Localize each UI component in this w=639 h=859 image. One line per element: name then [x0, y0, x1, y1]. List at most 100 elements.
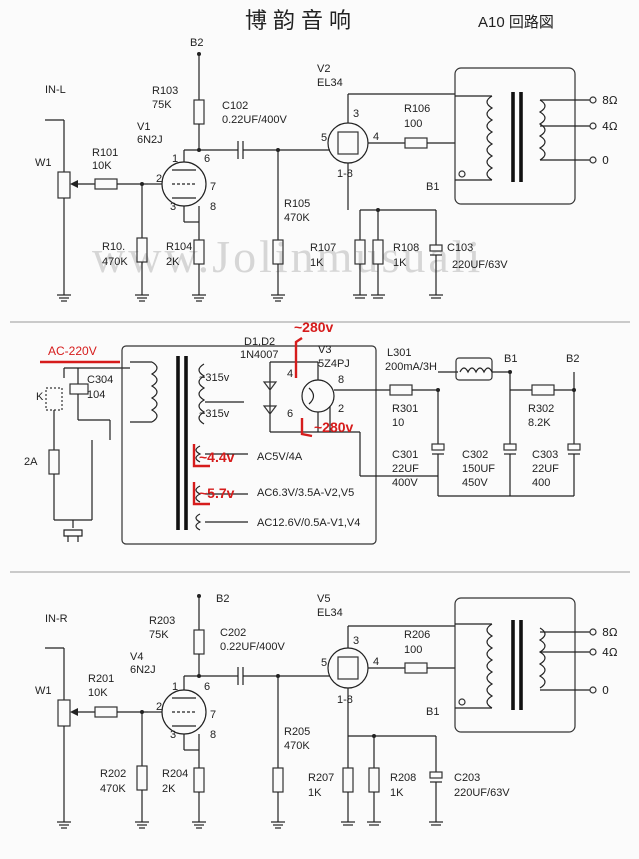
- pin-label: 5: [321, 657, 327, 669]
- mains-plug-icon: [63, 520, 83, 542]
- pin-label: 8: [210, 729, 216, 741]
- resistor-r302: [531, 384, 555, 396]
- r104-ref: R104: [166, 241, 192, 253]
- tap-label-8ohm: 8Ω: [602, 626, 617, 639]
- r208-ref: R208: [390, 772, 416, 784]
- c103-value: 220UF/63V: [452, 259, 508, 271]
- r205-ref: R205: [284, 726, 310, 738]
- output-transformer-right: [454, 597, 576, 733]
- left-channel: IN-L W1 R101 10K R10. 470K 1 6 2: [35, 37, 617, 302]
- sec1-voltage: ~315v: [199, 372, 230, 384]
- diode-d2: [262, 405, 278, 415]
- terminal-0: [589, 686, 597, 694]
- primary-winding: [486, 95, 494, 181]
- v5-type: EL34: [317, 607, 343, 619]
- w1-label-left: W1: [35, 157, 52, 169]
- c302-value: 150UF: [462, 463, 495, 475]
- b2-label-right: B2: [216, 593, 229, 605]
- ac63-label: AC6.3V/3.5A-V2,V5: [257, 487, 354, 499]
- r105-value: 470K: [284, 212, 310, 224]
- r108-value: 1K: [393, 257, 407, 269]
- ac126-label: AC12.6V/0.5A-V1,V4: [257, 517, 360, 529]
- r208-value: 1K: [390, 787, 404, 799]
- tap-label-8ohm: 8Ω: [602, 94, 617, 107]
- v2-type: EL34: [317, 77, 343, 89]
- resistor-r204: [193, 767, 205, 793]
- pin-label: 6: [287, 408, 293, 420]
- annot-280v-bottom: ~280v: [314, 419, 354, 435]
- resistor-r201: [94, 706, 118, 718]
- primary-winding-ps: [150, 361, 158, 423]
- right-channel: IN-R W1 R201 10K R202 470K 1 6 2 7 3 8 V…: [35, 593, 617, 829]
- watermark: www.Jolinmusuali: [92, 231, 483, 282]
- b2-label-ps: B2: [566, 353, 579, 365]
- r302-value: 8.2K: [528, 417, 551, 429]
- c304-ref: C304: [87, 374, 113, 386]
- pin-label: 2: [156, 173, 162, 185]
- pin-label: 2: [338, 403, 344, 415]
- ac-220v-label: AC-220V: [48, 344, 97, 358]
- annot-280v-top: ~280v: [294, 319, 334, 335]
- power-transformer: [121, 345, 377, 545]
- pin-label: 1-8: [337, 694, 353, 706]
- r101-value: 10K: [92, 160, 112, 172]
- r301-value: 10: [392, 417, 404, 429]
- v1-ref: V1: [137, 121, 150, 133]
- r204-ref: R204: [162, 768, 188, 780]
- wiper-arrow-icon: [70, 708, 78, 716]
- r101-ref: R101: [92, 147, 118, 159]
- pin-label: 1: [172, 153, 178, 165]
- c202-value: 0.22UF/400V: [220, 641, 285, 653]
- r201-ref: R201: [88, 673, 114, 685]
- capacitor-c304: [69, 383, 89, 395]
- terminal-b1-left: [458, 170, 466, 178]
- b1-label-ps: B1: [504, 353, 517, 365]
- resistor-r301: [389, 384, 413, 396]
- annot-5-7v: ~5.7v: [199, 485, 235, 501]
- capacitor-c203: [429, 771, 443, 779]
- heater-63v-winding: [195, 485, 202, 503]
- r104-value: 2K: [166, 256, 180, 268]
- resistor-r208: [368, 767, 380, 793]
- c301-value: 22UF: [392, 463, 419, 475]
- w1-label-right: W1: [35, 685, 52, 697]
- fuse-2a: [48, 449, 60, 475]
- r202-value: 470K: [100, 783, 126, 795]
- c102-ref: C102: [222, 100, 248, 112]
- tube-v3: [301, 379, 335, 413]
- r203-value: 75K: [149, 629, 169, 641]
- tap-label-0: 0: [602, 154, 609, 167]
- capacitor-c303: [567, 443, 581, 451]
- v4-ref: V4: [130, 651, 143, 663]
- pin-label: 8: [210, 201, 216, 213]
- tap-label-4ohm: 4Ω: [602, 120, 617, 133]
- terminal-0: [589, 156, 597, 164]
- pin-label: 3: [353, 108, 359, 120]
- v2-ref: V2: [317, 63, 330, 75]
- terminal-4ohm: [589, 648, 597, 656]
- switch-k: [45, 387, 63, 411]
- v1-type: 6N2J: [137, 134, 163, 146]
- v3-ref: V3: [318, 344, 331, 356]
- resistor-r203: [193, 629, 205, 655]
- pin-label: 7: [210, 181, 216, 193]
- pin-label: 3: [170, 729, 176, 741]
- pin-label: 4: [287, 368, 293, 380]
- switch-label: K: [36, 391, 44, 403]
- c303-voltage: 400: [532, 477, 550, 489]
- c203-ref: C203: [454, 772, 480, 784]
- r108-ref: R108: [393, 242, 419, 254]
- pin-label: 1: [172, 681, 178, 693]
- heater-126v-winding: [195, 513, 202, 531]
- annot-4-4v: ~4.4v: [199, 449, 235, 465]
- r206-ref: R206: [404, 629, 430, 641]
- r103-value: 75K: [152, 99, 172, 111]
- c102-value: 0.22UF/400V: [222, 114, 287, 126]
- b1-label-left: B1: [426, 181, 439, 193]
- terminal-8ohm: [589, 628, 597, 636]
- c203-value: 220UF/63V: [454, 787, 510, 799]
- tube-v2: [327, 122, 369, 164]
- r207-value: 1K: [308, 787, 322, 799]
- terminal-4ohm: [589, 122, 597, 130]
